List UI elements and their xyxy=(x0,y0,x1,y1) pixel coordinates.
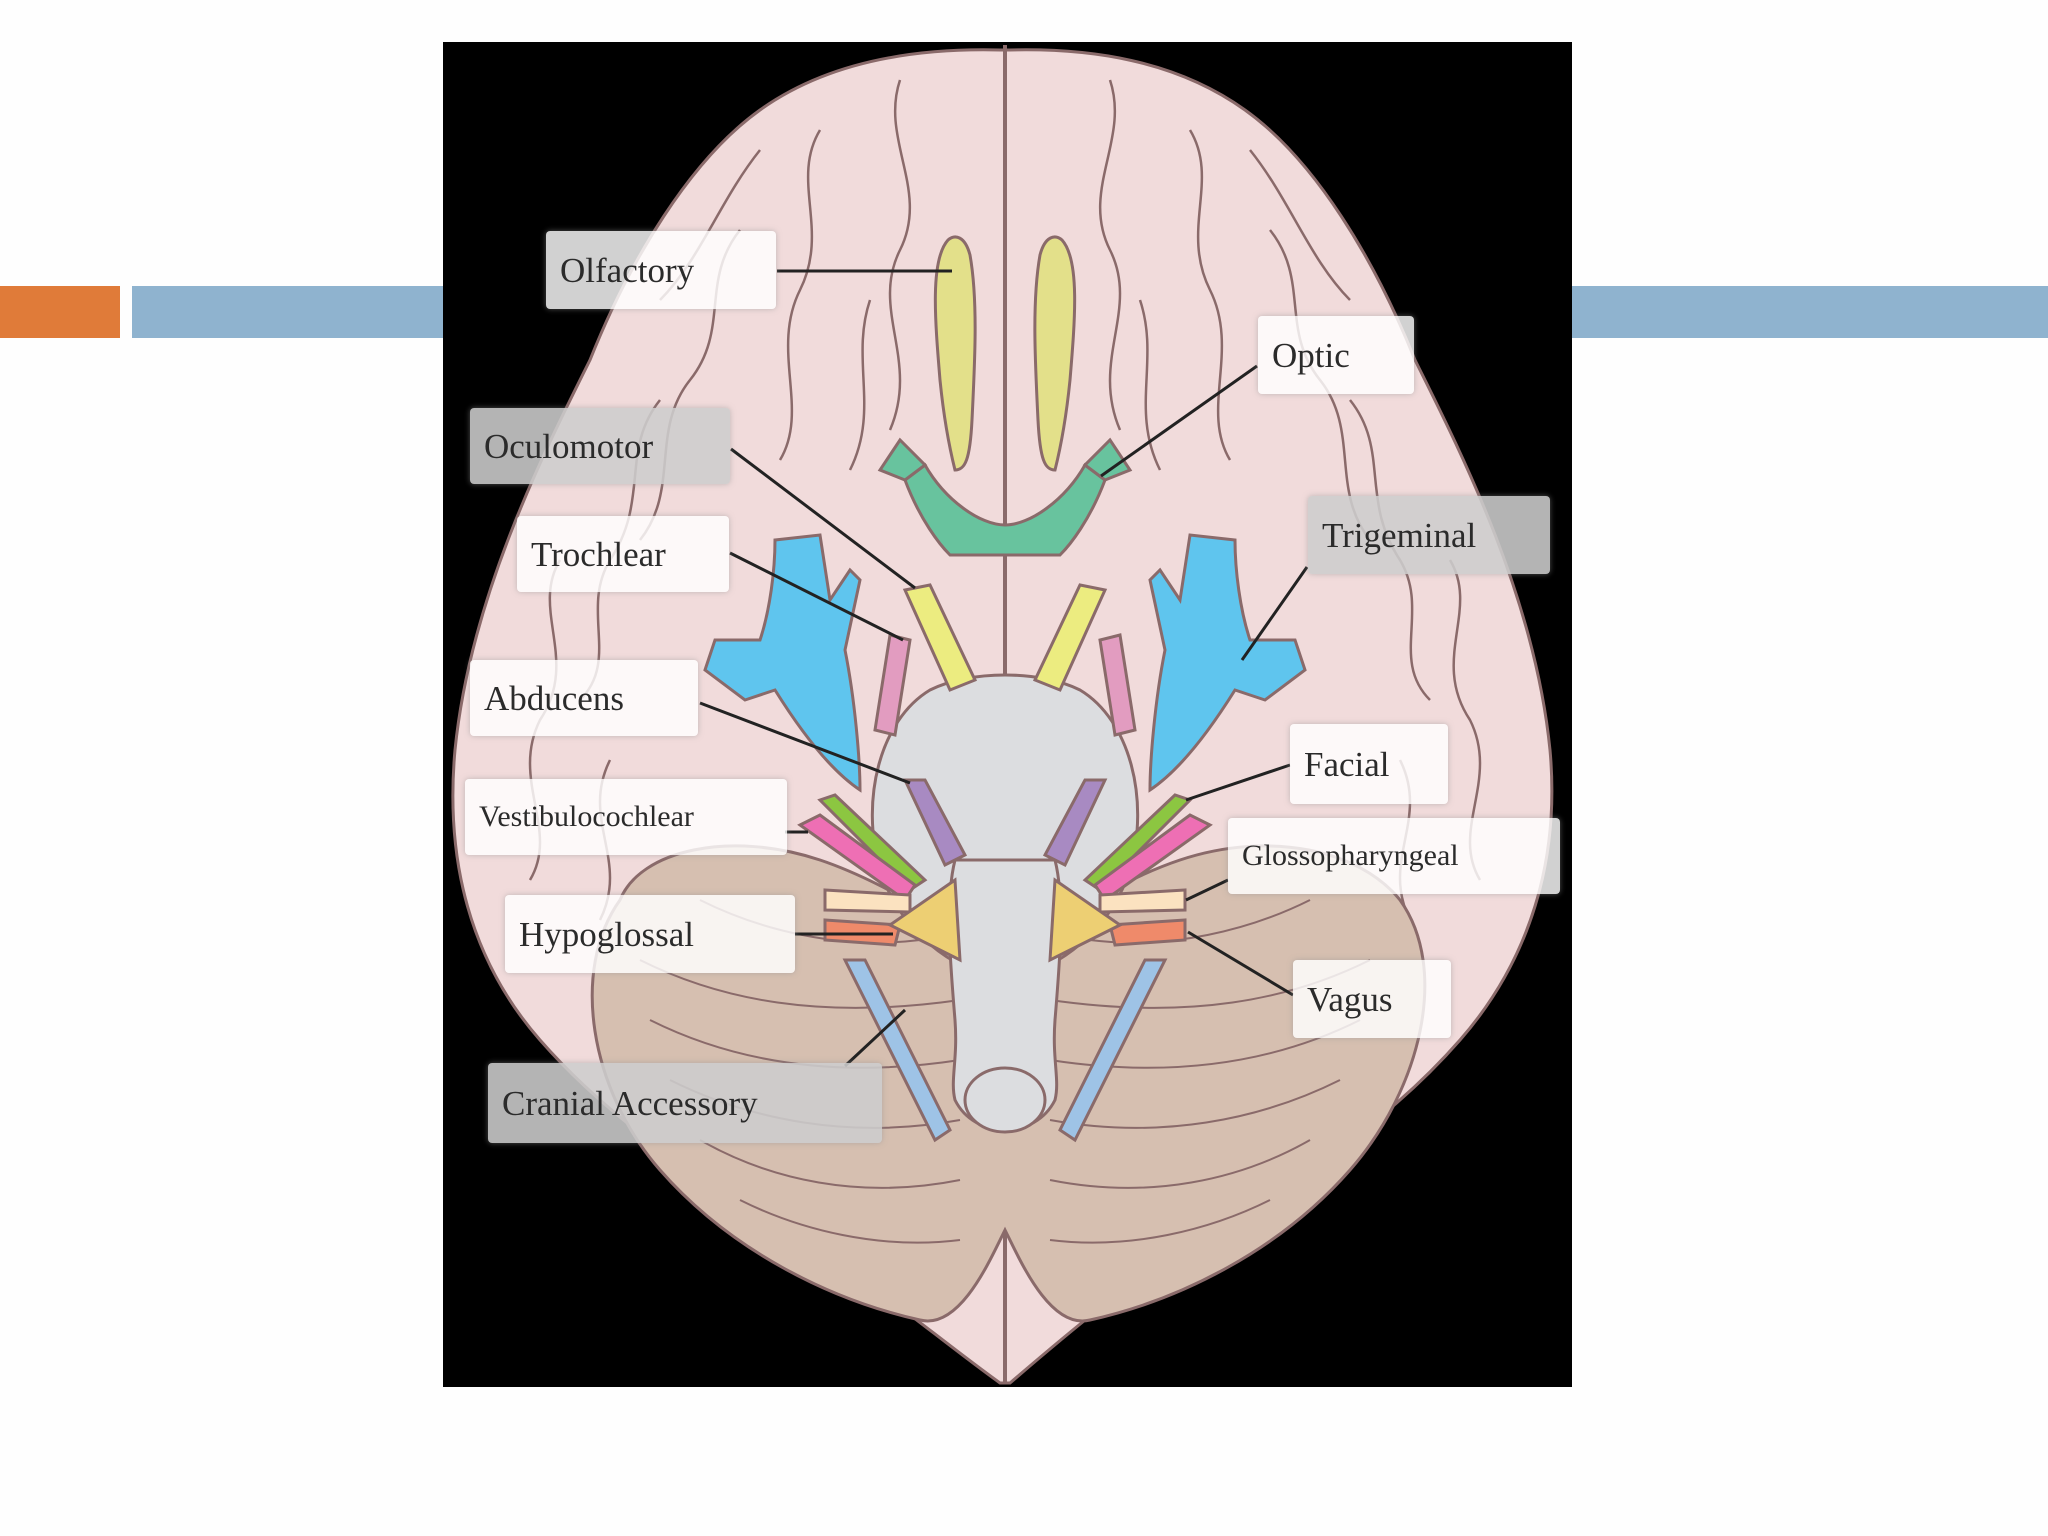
glossopharyngeal-nerve-left xyxy=(825,890,910,912)
vagus-nerve-right xyxy=(1110,920,1185,945)
spinal-cord-section xyxy=(965,1068,1045,1132)
glossopharyngeal-nerve-right xyxy=(1100,890,1185,912)
